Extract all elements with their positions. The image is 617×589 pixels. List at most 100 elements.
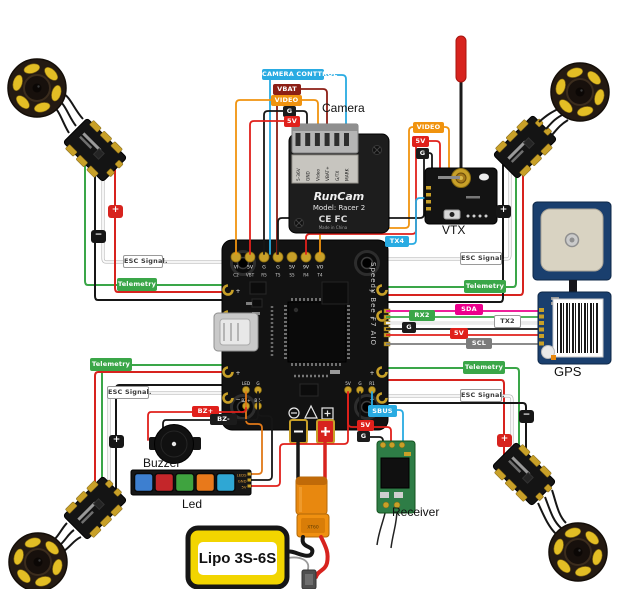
receiver-module [376, 440, 416, 549]
camera-connector-slots [295, 133, 349, 146]
battery-wires [296, 441, 327, 482]
wire-led-signal [245, 391, 263, 475]
svg-text:R4: R4 [303, 273, 309, 278]
svg-text:R5: R5 [261, 273, 267, 278]
lipo-label: Lipo 3S-6S [198, 550, 277, 567]
label-gnd-receiver: G [357, 431, 370, 442]
svg-text:Video: Video [315, 169, 321, 181]
balance-plug [301, 569, 317, 589]
label-esc-signal-bl: ESC Signal. [107, 386, 151, 399]
lead-gray [287, 556, 310, 570]
wire-vtx-gnd [277, 152, 433, 255]
svg-text:+: + [369, 370, 374, 377]
label-telemetry-bl: Telemetry [90, 358, 132, 371]
label-video-camera: VIDEO [271, 95, 302, 106]
led-strip: LEDS GND 5V [130, 469, 252, 496]
gps-pads [539, 308, 544, 346]
battery-minus-tab [289, 419, 308, 444]
wire-esc-signal-tl-core [102, 180, 225, 263]
label-video-vtx: VIDEO [413, 122, 444, 133]
wire-esc-signal-br-core [385, 395, 513, 448]
svg-text:5V: 5V [241, 485, 246, 490]
camera-origin: Made in China [319, 225, 348, 230]
led-pads [247, 472, 251, 488]
svg-text:S5: S5 [289, 273, 295, 278]
svg-text:5V: 5V [345, 381, 351, 386]
wire-plus-bl [94, 371, 225, 487]
wire-led-5v [250, 391, 349, 487]
label-sda: SDA [455, 304, 483, 315]
label-bz-minus: BZ- [210, 414, 237, 425]
wire-esc-signal-tl [101, 179, 226, 264]
lead-black [286, 535, 315, 558]
wire-minus-tr [385, 164, 504, 303]
camera-model: Model: Racer 2 [313, 204, 365, 212]
motor-bottom-left [8, 532, 68, 589]
wire-telemetry-tl [84, 163, 225, 286]
receiver-antenna-1 [376, 508, 387, 546]
wire-vtx-5v [305, 140, 441, 255]
label-rx2: RX2 [409, 310, 435, 321]
camera-marks: CE FC [319, 215, 348, 225]
caption-receiver: Receiver [392, 505, 440, 519]
vtx-antenna-tip [455, 35, 467, 83]
led-chips [133, 472, 236, 493]
label-sbus: SBUS [368, 405, 397, 417]
label-telemetry-tr: Telemetry [464, 280, 506, 293]
label-esc-signal-br: ESC Signal. [460, 389, 504, 402]
svg-text:LEDS: LEDS [237, 473, 247, 478]
buzzer-module [149, 424, 201, 464]
svg-text:5V: 5V [247, 265, 254, 271]
svg-text:G/TX: G/TX [335, 171, 341, 181]
label-telemetry-br: Telemetry [463, 361, 505, 374]
svg-text:G: G [262, 265, 266, 271]
svg-text:VBAT+: VBAT+ [325, 166, 331, 181]
label-plus-tl: + [108, 205, 123, 218]
label-bz-plus: BZ+ [192, 406, 219, 417]
svg-text:R1: R1 [369, 381, 375, 386]
label-plus-bl: + [109, 435, 124, 448]
wire-plus-br [385, 379, 505, 456]
xt60-label: XT60 [307, 525, 319, 531]
svg-text:9V: 9V [303, 265, 310, 271]
svg-text:+: + [369, 288, 374, 295]
label-plus-br: + [497, 434, 512, 447]
wire-minus-br [385, 402, 527, 453]
battery-plus-tab [316, 419, 335, 444]
svg-text:GND: GND [306, 170, 312, 181]
caption-buzzer: Buzzer [143, 456, 181, 470]
svg-text:VO: VO [317, 265, 324, 271]
svg-text:5-36V: 5-36V [296, 168, 302, 181]
svg-text:G: G [358, 381, 361, 386]
svg-text:+: + [235, 288, 240, 295]
battery-leads [286, 535, 330, 579]
esc-top-left [60, 115, 131, 186]
lipo-battery [185, 525, 290, 589]
wire-vtx-tx4 [387, 197, 426, 245]
label-camera-control: CAMERA CONTTROL [262, 69, 338, 80]
label-tx4: TX4 [385, 236, 409, 247]
lead-red [314, 535, 330, 579]
svg-text:G: G [276, 265, 280, 271]
wire-esc-signal-tr-core [385, 171, 511, 260]
label-5v-receiver: 5V [357, 420, 374, 431]
wire-minus-tl [94, 173, 225, 301]
fc-top-pads [230, 251, 326, 263]
svg-text:−: − [369, 314, 374, 321]
motor-top-left [7, 58, 67, 118]
wire-plus-tr [385, 172, 524, 296]
svg-text:C2: C2 [233, 273, 239, 278]
label-5v-vtx: 5V [412, 136, 429, 147]
label-scl: SCL [466, 338, 492, 349]
wire-buzzer-plus [147, 407, 247, 441]
usb-connector [213, 312, 259, 352]
gps-barcode [557, 303, 599, 353]
svg-text:T4: T4 [316, 273, 323, 278]
xt60-connector: XT60 [296, 513, 330, 538]
label-vbat: VBAT [273, 84, 301, 95]
label-minus-tl: − [91, 230, 106, 243]
label-gnd-camera: G [283, 106, 296, 117]
caption-led: Led [182, 497, 203, 511]
